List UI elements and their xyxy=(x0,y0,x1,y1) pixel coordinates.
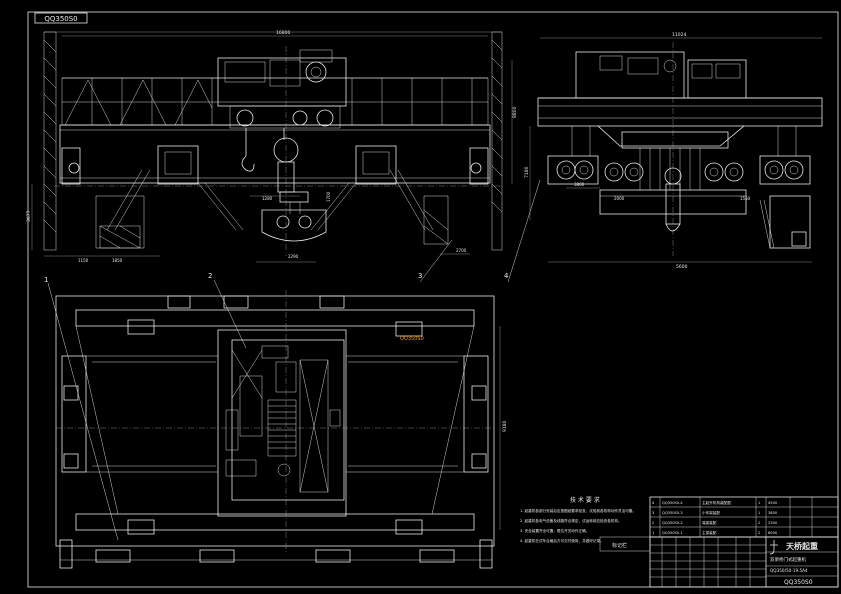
anchor-icon xyxy=(769,540,778,555)
bom-cell: QQ350S0-2 xyxy=(662,521,683,525)
front-elevation: 16800 8800 3677 1150 1850 2700 1280 1700… xyxy=(26,30,518,263)
dim-side-height: 7180 xyxy=(524,166,530,178)
orange-note: QQ350S0 xyxy=(400,336,424,342)
dim-hook-1: 1280 xyxy=(262,196,273,201)
right-wall xyxy=(491,31,503,251)
tech-note-1: 1. 起重机各部分安装后应按图纸要求检查，试验前各机构动作灵活可靠。 xyxy=(520,508,636,513)
dim-side-span: 11024 xyxy=(672,32,686,38)
bom-cell: 主起升机构装配图 xyxy=(702,500,731,505)
dim-side-2: 2000 xyxy=(614,196,625,201)
tech-notes: 技 术 要 求 1. 起重机各部分安装后应按图纸要求检查，试验前各机构动作灵活可… xyxy=(520,496,636,543)
bom-cell: QQ350S0-3 xyxy=(662,511,683,515)
dim-plan-height: 9180 xyxy=(502,420,508,432)
stamp-label: 标记栏 xyxy=(612,542,627,549)
dim-front-b2: 1850 xyxy=(112,258,123,263)
bom-cell: 1 xyxy=(758,501,760,505)
code-top: QQ350S0 xyxy=(44,15,77,23)
dim-front-b1: 1150 xyxy=(78,258,89,263)
bom-cell: 小车架装配 xyxy=(702,510,720,515)
bom-cell: 1 xyxy=(652,531,654,535)
tech-title: 技 术 要 求 xyxy=(570,496,600,504)
left-wall xyxy=(43,31,57,251)
plan-view: 9180 QQ350S0 xyxy=(55,290,508,569)
dim-hook-3: 2290 xyxy=(288,254,299,259)
side-elevation: 11024 5600 xyxy=(524,32,823,270)
bom-table: 4 QQ350S0-4 主起升机构装配图 1 4500 3 QQ350S0-3 小车架装配 1 3… xyxy=(649,496,839,538)
dim-side-3: 1550 xyxy=(740,196,751,201)
dim-front-height: 3677 xyxy=(26,210,32,222)
tech-note-4: 4. 起重机在试车合格后方可交付使用，并做好记录。 xyxy=(520,538,604,543)
balloon-2: 2 xyxy=(208,272,212,280)
code-tag-top xyxy=(34,12,88,24)
bom-cell: QQ350S0-1 xyxy=(662,531,683,535)
sheet-border xyxy=(27,11,839,588)
bom-cell: 主梁装配 xyxy=(702,530,717,535)
title-company: 天桥起重 xyxy=(786,541,818,551)
tech-note-2: 2. 起重机各电气设备及线路符合规定，试运转前应检查各机构。 xyxy=(520,518,622,523)
bom-cell: 3800 xyxy=(768,511,778,515)
bom-cell: 4 xyxy=(652,501,655,505)
bom-cell: 2 xyxy=(758,521,760,525)
bom-cell: 2 xyxy=(758,531,760,535)
balloon-3: 3 xyxy=(418,272,422,280)
balloons: 1 2 3 4 xyxy=(44,179,541,541)
bom-cell: 3 xyxy=(652,511,654,515)
tech-note-3: 3. 安全装置齐全可靠，限位开关动作正确。 xyxy=(520,528,589,533)
balloon-4: 4 xyxy=(504,272,509,280)
dim-side-bottom: 5600 xyxy=(676,264,688,270)
dim-side-1: 3800 xyxy=(574,182,585,187)
bom-cell: 端梁装配 xyxy=(702,520,717,525)
code-bottom: QQ350S0 xyxy=(784,579,813,586)
stamp-box xyxy=(599,536,651,552)
bom-cell: QQ350S0-4 xyxy=(662,501,683,505)
wall-hatch xyxy=(43,39,503,233)
dim-front-span: 16800 xyxy=(276,30,290,36)
title-name: 双梁桥门式起重机 xyxy=(770,556,806,563)
bom-cell: 2 xyxy=(652,521,654,525)
dim-front-b3: 2700 xyxy=(456,248,467,253)
bom-cell: 2300 xyxy=(768,521,778,525)
title-model: QQ350/50-19.5A4 xyxy=(770,568,808,573)
bom-cell: 1 xyxy=(758,511,760,515)
dim-front-vert: 8800 xyxy=(512,106,518,118)
bom-cell: 6000 xyxy=(768,531,778,535)
bom-cell: 4500 xyxy=(768,501,778,505)
dim-hook-2: 1700 xyxy=(326,191,331,202)
balloon-1: 1 xyxy=(44,276,48,284)
title-block: 天桥起重 双梁桥门式起重机 QQ350/50-19.5A4 QQ350S0 xyxy=(649,536,839,588)
